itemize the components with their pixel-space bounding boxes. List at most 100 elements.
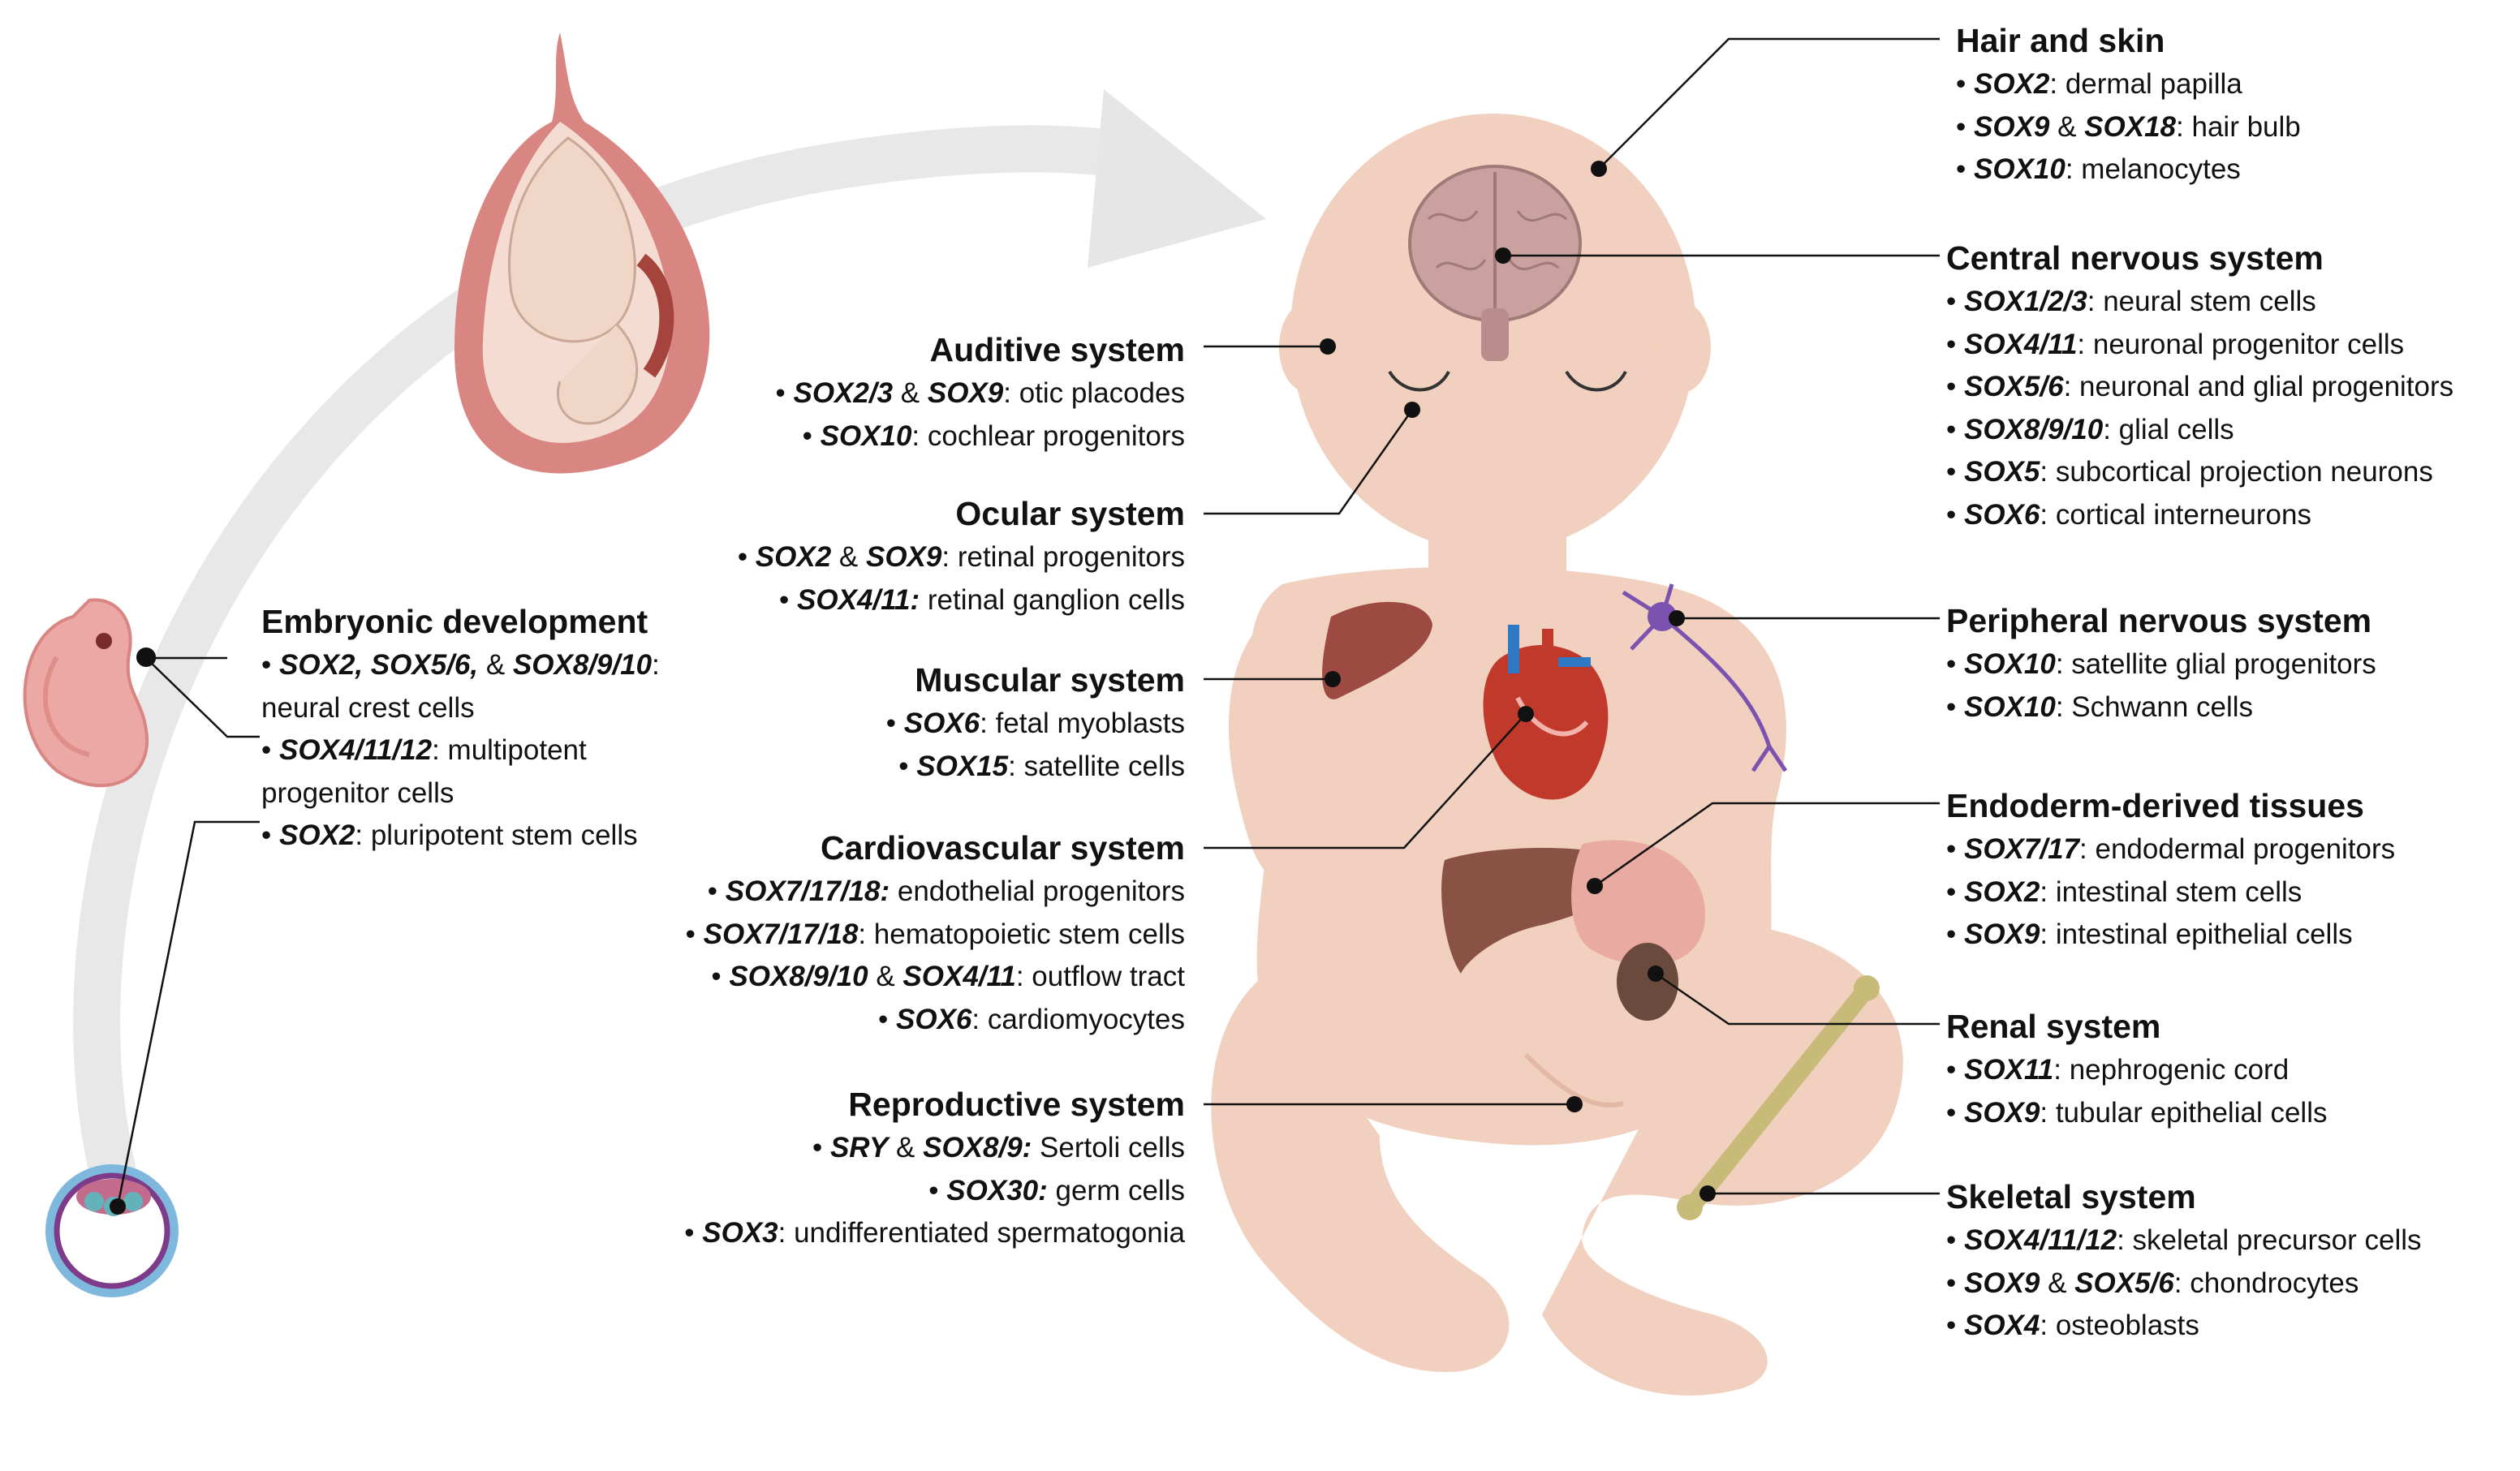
gene-name: SOX2 <box>278 819 355 851</box>
gene-expression-item: SOX2: intestinal stem cells <box>1946 871 2395 914</box>
gene-expression-item: SOX8/9/10: glial cells <box>1946 409 2453 452</box>
section-reproductive-system: Reproductive systemSRY & SOX8/9: Sertoli… <box>684 1082 1185 1255</box>
separator: : <box>2079 833 2087 865</box>
cell-type: satellite glial progenitors <box>2063 648 2376 680</box>
neuron-illustration <box>1622 583 1788 772</box>
separator: : <box>2040 875 2048 908</box>
cell-type: progenitor cells <box>261 776 454 809</box>
gene-expression-item: SOX2/3 & SOX9: otic placodes <box>775 372 1185 415</box>
section-central-nervous-system: Central nervous systemSOX1/2/3: neural s… <box>1946 235 2453 536</box>
cell-type: Sertoli cells <box>1032 1132 1185 1163</box>
cell-type: outflow tract <box>1023 961 1185 992</box>
gene-expression-item: SOX2 & SOX9: retinal progenitors <box>738 536 1185 579</box>
gene-name: SOX7/17/18 <box>703 918 859 950</box>
gene-name: SOX8/9: <box>923 1132 1032 1163</box>
conjunction: & <box>2049 110 2085 143</box>
separator: : <box>911 419 920 452</box>
gene-name: SOX6 <box>903 708 980 739</box>
gene-name: SOX4/11/12 <box>1963 1224 2117 1256</box>
gene-expression-item: SOX10: Schwann cells <box>1946 686 2376 729</box>
gene-name: SOX10 <box>1963 690 2056 723</box>
section-auditive-system: Auditive systemSOX2/3 & SOX9: otic placo… <box>775 327 1185 458</box>
cell-type: subcortical projection neurons <box>2048 456 2433 488</box>
fetus-in-uterus-illustration <box>454 32 710 474</box>
separator: : <box>2117 1224 2125 1256</box>
separator: : <box>2053 1054 2061 1086</box>
gene-expression-item: SOX4/11/12: skeletal precursor cells <box>1946 1219 2422 1262</box>
section-ocular-system: Ocular systemSOX2 & SOX9: retinal progen… <box>738 491 1185 622</box>
gene-name: SOX2 <box>1973 68 2050 100</box>
cell-type: hematopoietic stem cells <box>866 918 1185 950</box>
gene-name: SOX6 <box>1963 498 2040 531</box>
cell-type: germ cells <box>1047 1174 1186 1206</box>
gene-name: SOX1/2/3 <box>1963 286 2087 317</box>
gene-name: SOX5 <box>1963 456 2040 488</box>
section-muscular-system: Muscular systemSOX6: fetal myoblastsSOX1… <box>886 657 1185 788</box>
gene-expression-item: SOX10: melanocytes <box>1956 148 2301 191</box>
gene-expression-item: neural crest cells <box>261 687 660 730</box>
section-title: Cardiovascular system <box>821 829 1185 867</box>
gene-expression-item: SOX10: cochlear progenitors <box>775 415 1185 458</box>
section-hair-and-skin: Hair and skinSOX2: dermal papillaSOX9 & … <box>1956 18 2301 191</box>
separator: : <box>2040 1096 2048 1129</box>
separator: : <box>2087 286 2096 317</box>
gene-expression-item: SOX2: dermal papilla <box>1956 63 2301 106</box>
section-endoderm-derived-tissues: Endoderm-derived tissuesSOX7/17: endoder… <box>1946 783 2395 957</box>
cell-type: melanocytes <box>2073 153 2241 185</box>
gene-expression-item: SOX6: cortical interneurons <box>1946 494 2453 537</box>
gene-name: SOX15 <box>916 750 1009 782</box>
femur-illustration <box>1677 975 1880 1220</box>
gene-expression-item: SOX4/11: neuronal progenitor cells <box>1946 324 2453 367</box>
section-title: Renal system <box>1946 1008 2161 1045</box>
gene-name: SOX7/17/18: <box>725 875 890 907</box>
cell-type: hair bulb <box>2183 110 2301 143</box>
section-title: Auditive system <box>929 331 1185 368</box>
cell-type: Schwann cells <box>2063 690 2254 723</box>
cell-type: cochlear progenitors <box>920 419 1185 452</box>
conjunction: & <box>478 649 513 681</box>
section-title: Embryonic development <box>261 603 648 640</box>
gene-name: SOX2 <box>755 541 832 573</box>
cell-type: chondrocytes <box>2182 1267 2359 1299</box>
separator: : <box>1008 750 1016 782</box>
cell-type: neural crest cells <box>261 691 475 724</box>
section-cardiovascular-system: Cardiovascular systemSOX7/17/18: endothe… <box>686 825 1185 1041</box>
separator: : <box>858 918 867 950</box>
separator: : <box>778 1217 786 1249</box>
gene-name: SOX9 <box>1963 1267 2040 1299</box>
separator: : <box>2173 1267 2182 1299</box>
gene-name: SOX10 <box>820 419 912 452</box>
gene-name: SOX10 <box>1963 648 2056 680</box>
gene-name: SOX2/3 <box>793 377 894 409</box>
separator: : <box>2055 648 2064 680</box>
cell-type: dermal papilla <box>2057 68 2242 100</box>
gene-name: SOX4/11 <box>1963 328 2078 360</box>
gene-name: SOX3 <box>702 1217 778 1249</box>
conjunction: & <box>888 1132 924 1163</box>
gene-name: SOX10 <box>1973 153 2066 185</box>
gene-name: SOX18 <box>2084 110 2177 143</box>
gene-name: SOX4/11: <box>797 583 920 616</box>
gene-expression-item: SOX7/17/18: hematopoietic stem cells <box>686 914 1185 957</box>
section-title: Endoderm-derived tissues <box>1946 787 2364 824</box>
cell-type: multipotent <box>439 734 587 766</box>
gene-expression-item: SOX5: subcortical projection neurons <box>1946 451 2453 494</box>
gene-expression-item: SOX6: fetal myoblasts <box>886 703 1185 746</box>
gene-name: SOX5/6 <box>2074 1267 2174 1299</box>
gene-expression-item: SOX9: tubular epithelial cells <box>1946 1092 2328 1135</box>
cell-type: tubular epithelial cells <box>2048 1096 2328 1129</box>
cell-type: osteoblasts <box>2048 1310 2199 1341</box>
gene-name: SOX9 <box>927 377 1004 409</box>
gene-name: SOX8/9/10 <box>729 961 868 992</box>
gene-name: SOX5/6 <box>1963 371 2064 402</box>
separator: : <box>2103 413 2111 445</box>
section-title: Ocular system <box>955 495 1185 532</box>
separator: : <box>2077 328 2086 360</box>
gene-name: SOX9 <box>865 541 942 573</box>
separator: : <box>2055 690 2064 723</box>
cell-type: neuronal progenitor cells <box>2085 328 2405 360</box>
gene-expression-item: SOX2, SOX5/6, & SOX8/9/10: <box>261 644 660 687</box>
gene-expression-item: SOX1/2/3: neural stem cells <box>1946 281 2453 324</box>
leader-lines <box>116 37 1940 1207</box>
